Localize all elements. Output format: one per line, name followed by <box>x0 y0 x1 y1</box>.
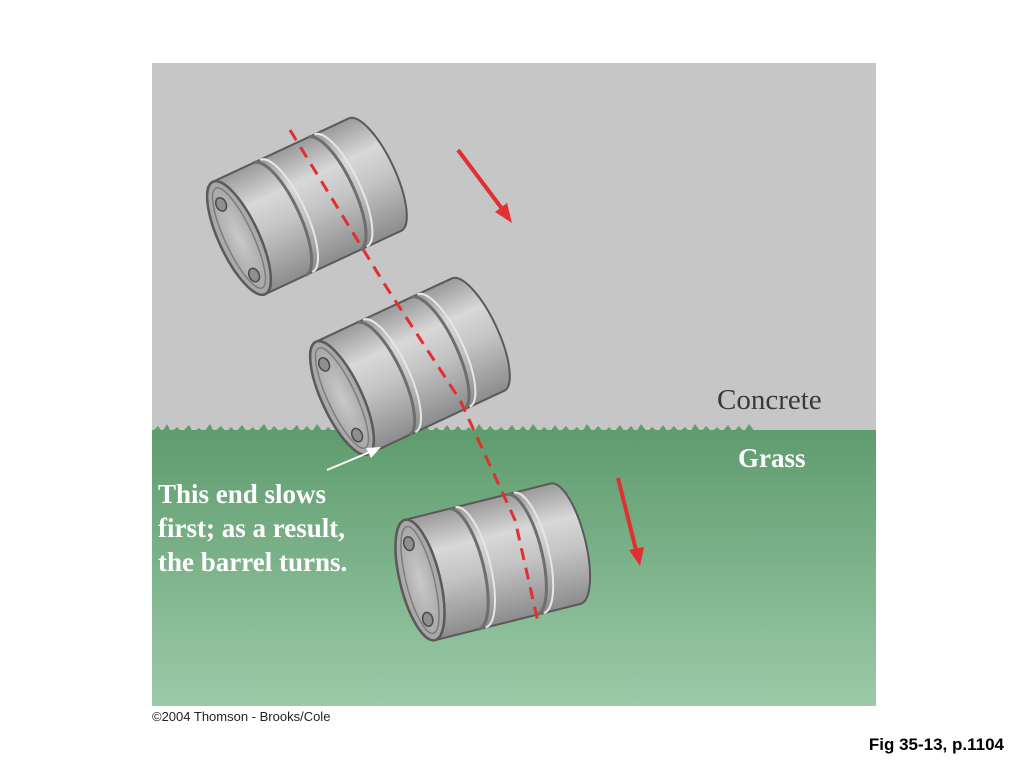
arrow-concrete <box>456 148 512 223</box>
center-axis-line <box>288 129 540 623</box>
annotation-text: This end slows first; as a result, the b… <box>158 477 418 579</box>
grass-edge <box>152 424 876 440</box>
concrete-label: Concrete <box>717 384 822 416</box>
grass-label: Grass <box>738 443 806 473</box>
pointer-arrow <box>326 447 381 471</box>
annotation-line-3: the barrel turns. <box>158 547 348 577</box>
figure-reference: Fig 35-13, p.1104 <box>868 735 1004 754</box>
annotation-line-2: first; as a result, <box>158 513 345 543</box>
copyright-text: ©2004 Thomson - Brooks/Cole <box>152 709 331 724</box>
annotation-line-1: This end slows <box>158 479 327 509</box>
arrow-grass <box>616 477 644 566</box>
